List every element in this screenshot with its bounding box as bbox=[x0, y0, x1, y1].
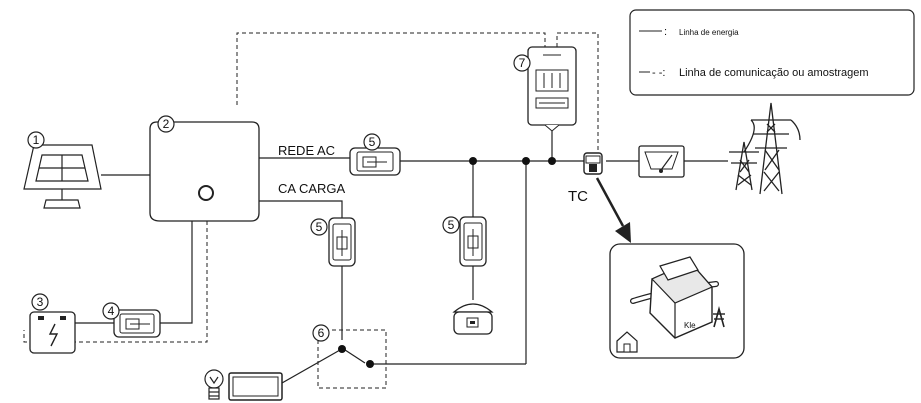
marker-2: 2 bbox=[163, 117, 170, 131]
switch-contact bbox=[341, 347, 366, 364]
line-switch-load bbox=[281, 349, 341, 384]
legend-comm-label: Linha de comunicação ou amostragem bbox=[679, 67, 869, 79]
tc-label: TC bbox=[568, 188, 588, 205]
marker-6: 6 bbox=[318, 326, 325, 340]
marker-5-grid: 5 bbox=[369, 135, 376, 149]
comm-inverter-meter bbox=[236, 32, 546, 105]
transmission-tower-icon bbox=[729, 102, 801, 195]
number-markers bbox=[27, 54, 531, 342]
legend: : Linha de energia - -: Linha de comunic… bbox=[629, 9, 915, 96]
ct-detail-panel: Kle bbox=[609, 243, 745, 359]
legend-frame bbox=[629, 9, 915, 96]
rede-ac-label: REDE AC bbox=[278, 143, 335, 158]
marker-4: 4 bbox=[108, 304, 115, 318]
comm-inverter-battery bbox=[23, 221, 208, 343]
rice-cooker-icon bbox=[452, 303, 494, 335]
line-inverter-battery-breaker bbox=[160, 221, 193, 324]
ca-carga-label: CA CARGA bbox=[278, 181, 346, 196]
legend-comm-symbol: - -: bbox=[652, 67, 665, 79]
bulb-icon bbox=[204, 369, 224, 400]
switch-dot bbox=[338, 345, 346, 353]
ats-dashed-box bbox=[317, 329, 387, 389]
tv-icon bbox=[228, 372, 283, 401]
energy-lines bbox=[75, 125, 728, 384]
inverter-icon bbox=[149, 121, 260, 222]
junctions bbox=[338, 157, 556, 368]
junction-dot bbox=[469, 157, 477, 165]
switch-dot bbox=[366, 360, 374, 368]
appliance-breaker-icon bbox=[459, 216, 487, 267]
grid-meter-icon bbox=[638, 145, 685, 178]
grid-breaker-icon bbox=[349, 147, 401, 176]
ct-clamp-icon bbox=[583, 152, 603, 175]
solar-panel-icon bbox=[23, 144, 102, 209]
battery-breaker-icon bbox=[113, 309, 161, 338]
load-breaker-icon bbox=[328, 217, 356, 267]
legend-energy-symbol: : bbox=[664, 26, 667, 38]
marker-7: 7 bbox=[519, 56, 526, 70]
marker-3: 3 bbox=[37, 295, 44, 309]
marker-5-appliance: 5 bbox=[448, 218, 455, 232]
legend-energy-label: Linha de energia bbox=[679, 28, 739, 37]
battery-icon bbox=[29, 311, 76, 354]
marker-1: 1 bbox=[33, 133, 40, 147]
comm-lines bbox=[23, 32, 599, 389]
marker-5-load: 5 bbox=[316, 220, 323, 234]
ct-detail-arrow bbox=[595, 177, 631, 243]
junction-dot bbox=[548, 157, 556, 165]
smart-meter-icon bbox=[527, 46, 577, 132]
ct-label-text: Kle bbox=[684, 321, 696, 330]
comm-meter-tc bbox=[556, 32, 599, 152]
line-ca-carga bbox=[259, 200, 343, 218]
junction-dot bbox=[522, 157, 530, 165]
